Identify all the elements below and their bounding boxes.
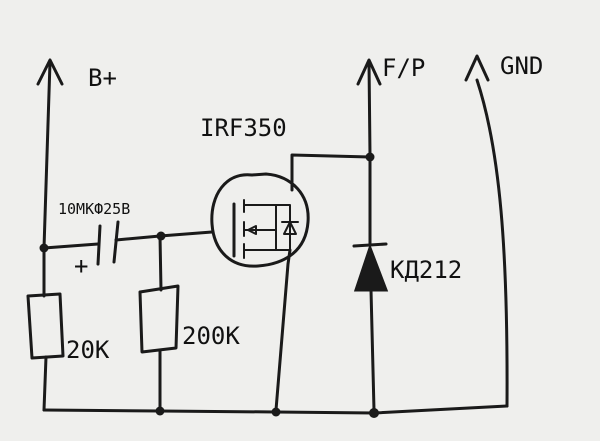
drain-wire bbox=[290, 153, 372, 192]
gnd-terminal bbox=[464, 54, 509, 408]
resistor-200k bbox=[138, 234, 180, 413]
capacitor-branch bbox=[42, 220, 214, 266]
source-wire bbox=[274, 248, 292, 412]
label-gnd: GND bbox=[500, 52, 543, 80]
junction-dots bbox=[39, 152, 379, 418]
label-200k: 200K bbox=[182, 322, 240, 350]
label-capacitor: 10МКФ25В bbox=[58, 200, 130, 218]
b-plus-terminal bbox=[36, 58, 64, 250]
label-irf350: IRF350 bbox=[200, 114, 287, 142]
fp-terminal bbox=[356, 58, 382, 157]
label-fp: F/P bbox=[382, 54, 425, 82]
diode-kd212 bbox=[352, 155, 389, 412]
mosfet-irf350 bbox=[210, 172, 310, 268]
label-b-plus: B+ bbox=[88, 64, 117, 92]
label-cap-polarity: + bbox=[74, 252, 88, 280]
label-20k: 20K bbox=[66, 336, 110, 364]
resistor-20k bbox=[26, 246, 65, 412]
label-kd212: КД212 bbox=[390, 256, 462, 284]
